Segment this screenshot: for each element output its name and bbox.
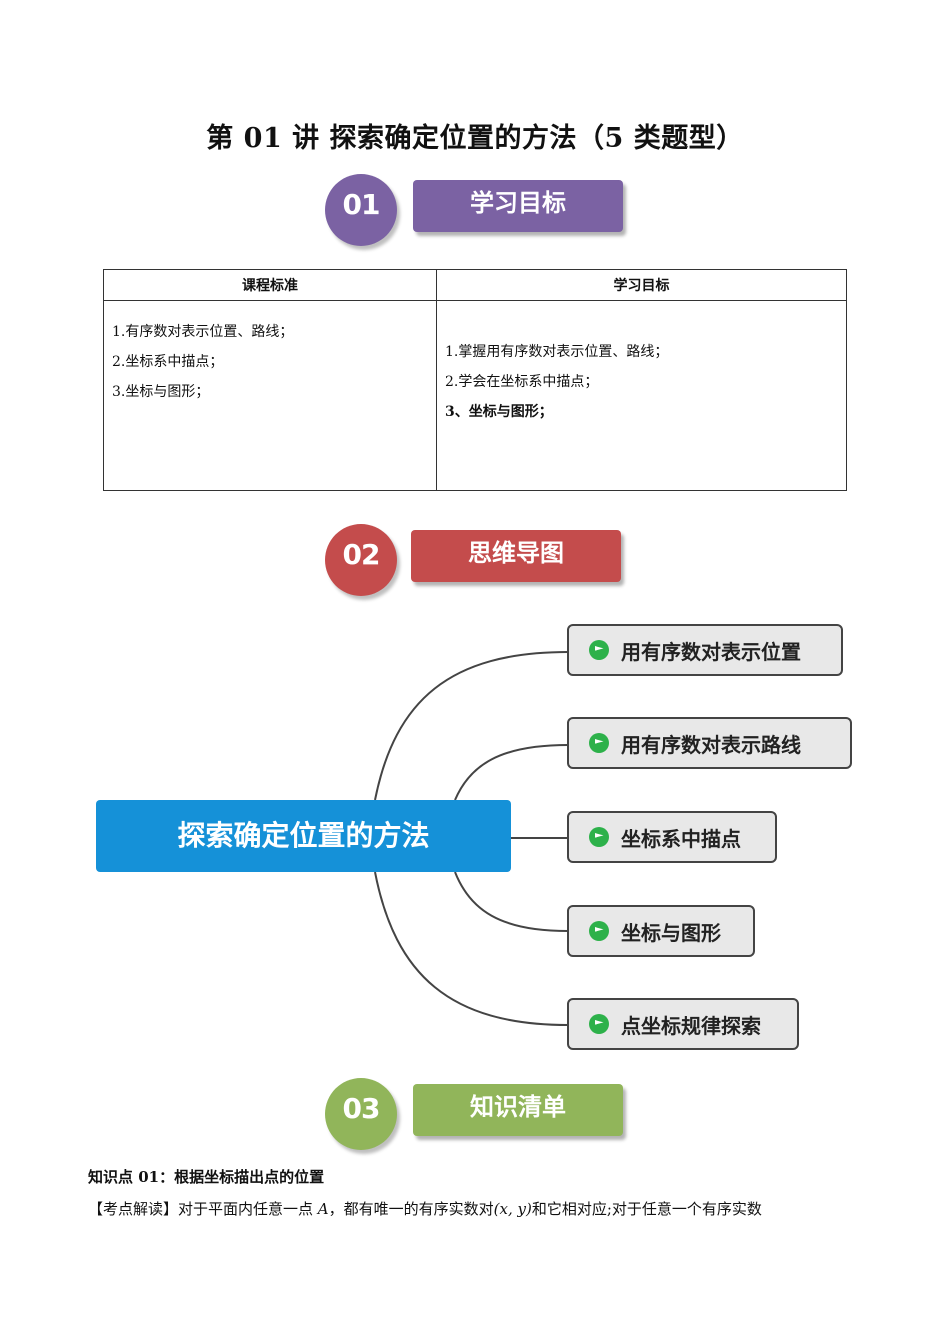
section-number: 02 xyxy=(342,538,381,571)
mindmap-node-label: 用有序数对表示路线 xyxy=(621,732,801,757)
standard-item: 3.坐标与图形； xyxy=(112,384,210,400)
mindmap-node: 用有序数对表示路线 xyxy=(567,717,852,769)
flag-icon xyxy=(589,827,609,847)
mindmap-node: 坐标与图形 xyxy=(567,905,755,957)
section-number-badge xyxy=(325,174,397,246)
section-number: 01 xyxy=(342,188,381,221)
standard-item: 1.有序数对表示位置、路线； xyxy=(112,324,294,340)
goals-cell: 1.掌握用有序数对表示位置、路线； 2.学会在坐标系中描点； 3、坐标与图形； xyxy=(436,300,847,491)
goal-item: 3、坐标与图形； xyxy=(445,404,553,420)
section-label-bar: 知识清单 xyxy=(413,1084,623,1136)
section-label: 知识清单 xyxy=(470,1093,566,1121)
section-label: 学习目标 xyxy=(470,189,566,217)
mindmap-node-label: 坐标与图形 xyxy=(621,920,721,945)
section-label-bar: 思维导图 xyxy=(411,530,621,582)
section-number: 03 xyxy=(342,1092,381,1125)
mindmap-node-label: 坐标系中描点 xyxy=(621,826,741,851)
flag-icon xyxy=(589,921,609,941)
text-segment: ，都有唯一的有序实数对 xyxy=(328,1200,494,1218)
table-row: 1.有序数对表示位置、路线； 2.坐标系中描点； 3.坐标与图形； 1.掌握用有… xyxy=(103,300,847,491)
section-label: 思维导图 xyxy=(468,539,564,567)
section-label-bar: 学习目标 xyxy=(413,180,623,232)
flag-icon xyxy=(589,640,609,660)
mindmap-node: 用有序数对表示位置 xyxy=(567,624,843,676)
standard-item: 2.坐标系中描点； xyxy=(112,354,224,370)
section-number-badge xyxy=(325,524,397,596)
connector-5 xyxy=(374,871,569,1026)
page-title: 第 01 讲 探索确定位置的方法（5 类题型） xyxy=(206,123,744,154)
mindmap-node-label: 点坐标规律探索 xyxy=(621,1013,761,1038)
connector-4 xyxy=(454,871,569,932)
mindmap-root: 探索确定位置的方法 xyxy=(96,800,511,872)
flag-icon xyxy=(589,1014,609,1034)
knowledge-point-text: 【考点解读】对于平面内任意一点 A，都有唯一的有序实数对(x, y)和它相对应;… xyxy=(88,1198,762,1219)
mindmap-node-label: 用有序数对表示位置 xyxy=(621,639,801,664)
knowledge-point-title: 知识点 01：根据坐标描出点的位置 xyxy=(88,1168,325,1186)
flag-icon xyxy=(589,733,609,753)
text-segment: 和它相对应;对于任意一个有序实数 xyxy=(531,1200,762,1218)
section-header-02: 02 思维导图 xyxy=(325,522,645,612)
learning-goals-table: 课程标准 学习目标 1.有序数对表示位置、路线； 2.坐标系中描点； 3.坐标与… xyxy=(103,269,847,491)
connector-2 xyxy=(454,744,569,801)
section-header-03: 03 知识清单 xyxy=(325,1076,645,1166)
table-header-standard: 课程标准 xyxy=(103,269,437,301)
standard-cell: 1.有序数对表示位置、路线； 2.坐标系中描点； 3.坐标与图形； xyxy=(103,300,437,491)
mindmap-node: 点坐标规律探索 xyxy=(567,998,799,1050)
math-variable: A xyxy=(317,1200,329,1218)
mindmap-node: 坐标系中描点 xyxy=(567,811,777,863)
text-segment: 【考点解读】对于平面内任意一点 xyxy=(88,1200,318,1218)
connector-1 xyxy=(374,651,569,801)
section-header-01: 01 学习目标 xyxy=(325,172,645,262)
goal-item: 1.掌握用有序数对表示位置、路线； xyxy=(445,344,669,360)
section-number-badge xyxy=(325,1078,397,1150)
math-pair: (x, y) xyxy=(493,1200,532,1218)
goal-item: 2.学会在坐标系中描点； xyxy=(445,374,599,390)
